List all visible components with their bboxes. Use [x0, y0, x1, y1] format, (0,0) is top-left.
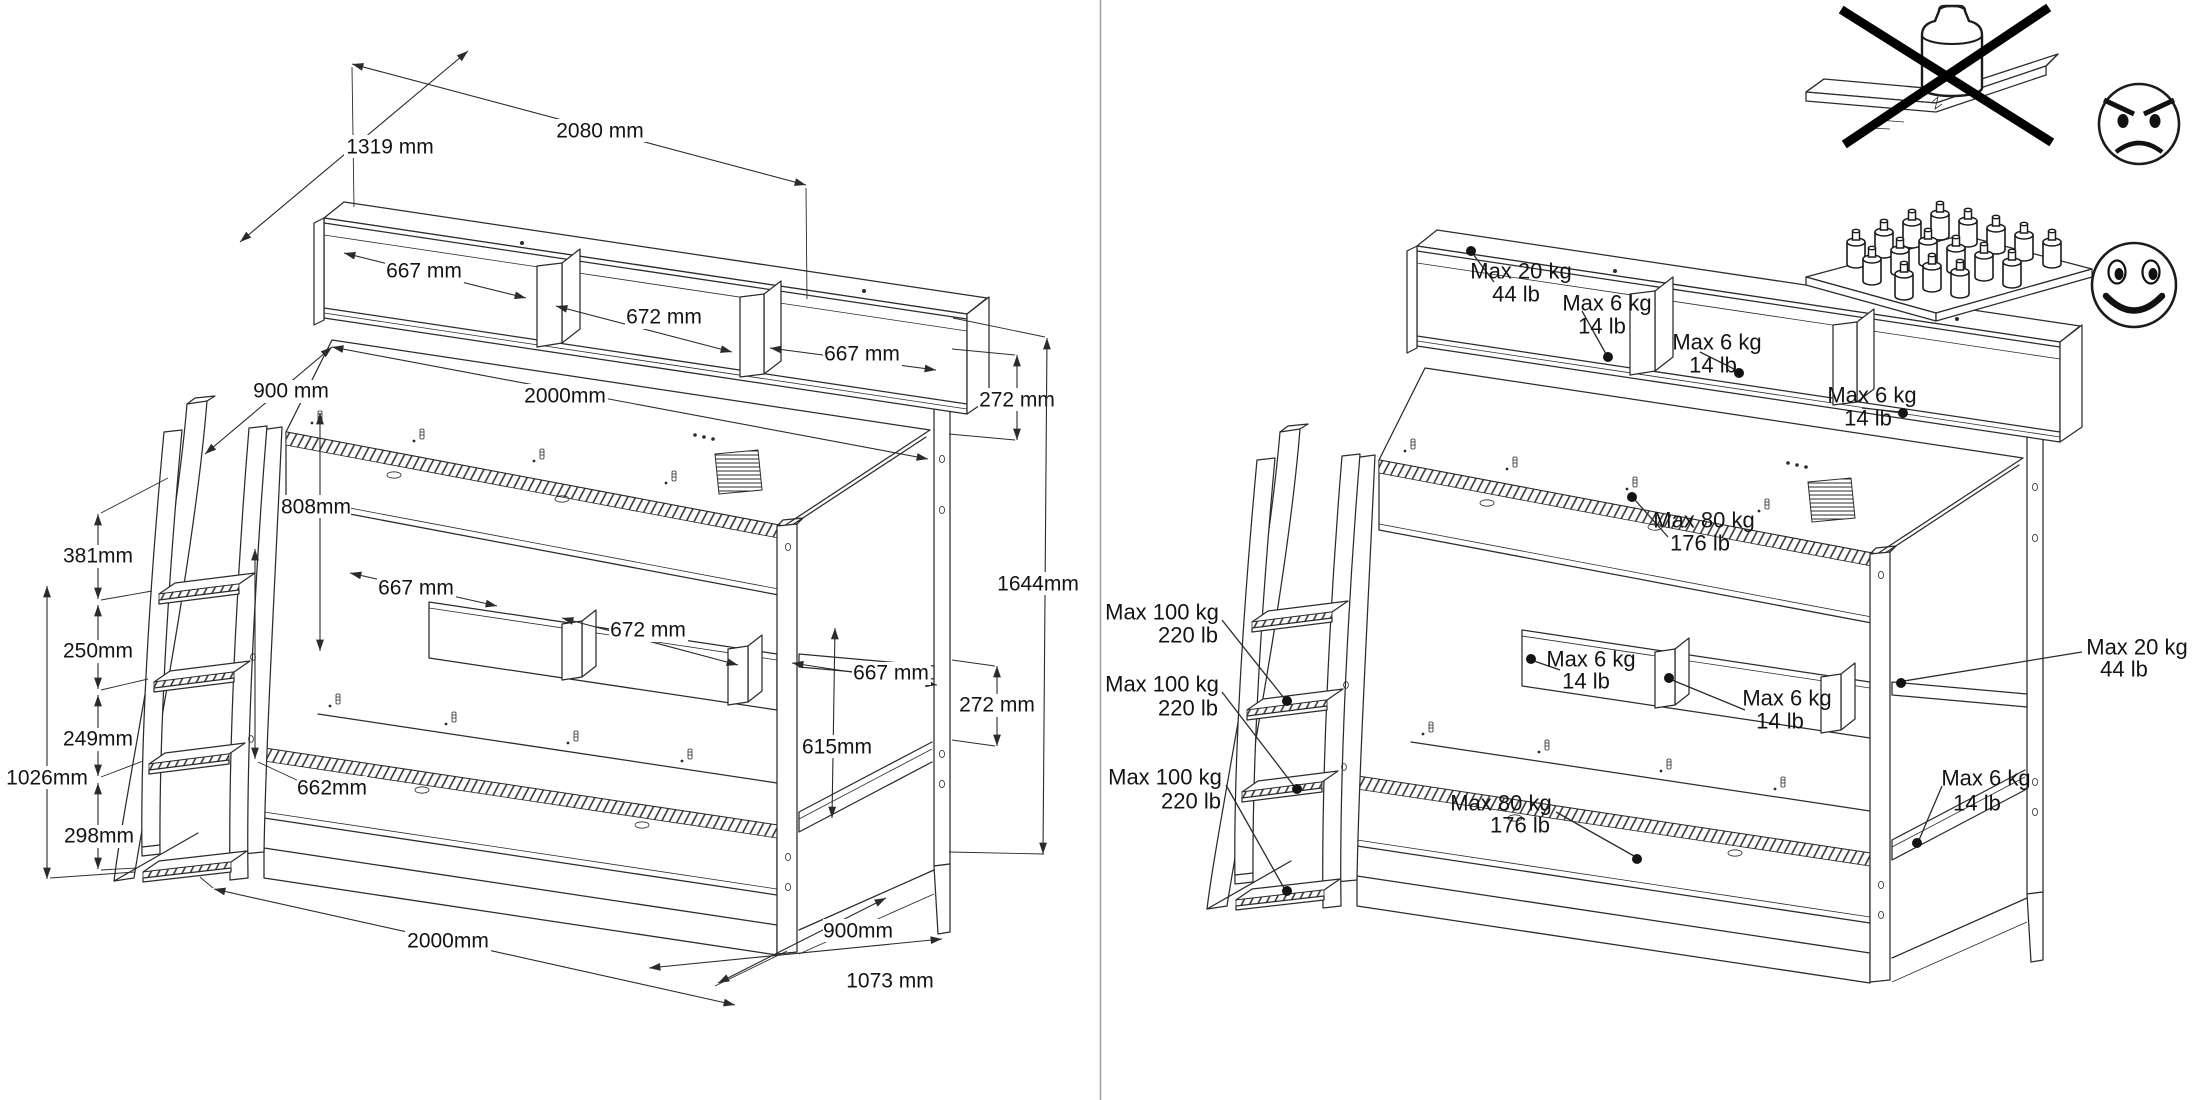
svg-text:2000mm: 2000mm — [407, 930, 489, 953]
dimension-annotations: 2080 mm 1319 mm 667 mm 672 mm 667 mm 900… — [4, 50, 1081, 1007]
svg-text:1644mm: 1644mm — [997, 573, 1079, 596]
svg-text:272 mm: 272 mm — [979, 389, 1055, 412]
dim-bed-depth-top: 900 mm — [249, 380, 333, 403]
svg-text:808mm: 808mm — [281, 496, 351, 519]
dim-ladder-gap-2: 250mm — [63, 640, 133, 663]
svg-text:220 lb: 220 lb — [1161, 789, 1221, 814]
svg-text:667 mm: 667 mm — [824, 343, 900, 366]
weight-callouts: Max 20 kg 44 lb Max 6 kg 14 lb Max 6 kg … — [1105, 246, 2188, 896]
svg-text:667 mm: 667 mm — [386, 260, 462, 283]
dim-foot-clearance: 615mm — [802, 735, 872, 759]
dim-shelf-top-left: 667 mm — [385, 260, 464, 283]
svg-text:44 lb: 44 lb — [2100, 657, 2148, 682]
weight-label-lb: 44 lb — [1492, 282, 1540, 307]
dim-bed-depth-bottom: 900mm — [823, 919, 893, 943]
svg-text:672 mm: 672 mm — [610, 619, 686, 642]
svg-text:250mm: 250mm — [63, 640, 133, 663]
svg-text:Max 6 kg: Max 6 kg — [1742, 686, 1831, 711]
svg-text:Max 6 kg: Max 6 kg — [1941, 766, 2030, 791]
svg-text:14 lb: 14 lb — [1756, 709, 1804, 734]
svg-text:Max 6 kg: Max 6 kg — [1546, 647, 1635, 672]
svg-text:1073 mm: 1073 mm — [846, 970, 934, 993]
svg-text:176 lb: 176 lb — [1670, 531, 1730, 556]
svg-text:14 lb: 14 lb — [1844, 406, 1892, 431]
svg-text:220 lb: 220 lb — [1158, 623, 1218, 648]
svg-text:249mm: 249mm — [63, 728, 133, 751]
svg-text:272 mm: 272 mm — [959, 694, 1035, 717]
left-panel-dimensions-view: 2080 mm 1319 mm 667 mm 672 mm 667 mm 900… — [4, 50, 1081, 1007]
dim-footprint-depth: 1073 mm — [844, 969, 936, 993]
svg-text:220 lb: 220 lb — [1158, 696, 1218, 721]
svg-text:900 mm: 900 mm — [253, 380, 329, 403]
weight-label-kg: Max 20 kg — [1470, 259, 1572, 284]
svg-text:672 mm: 672 mm — [626, 306, 702, 329]
svg-text:662mm: 662mm — [297, 777, 367, 800]
dim-ladder-gap-1: 381mm — [63, 545, 133, 568]
svg-text:14 lb: 14 lb — [1562, 669, 1610, 694]
dim-ladder-height: 1026mm — [4, 766, 90, 790]
svg-text:Max 100 kg: Max 100 kg — [1108, 765, 1222, 790]
dim-ladder-gap-3: 249mm — [63, 728, 133, 751]
svg-text:381mm: 381mm — [63, 545, 133, 568]
svg-text:667 mm: 667 mm — [378, 577, 454, 600]
right-loading-icon — [1805, 200, 2093, 322]
svg-text:667 mm: 667 mm — [853, 662, 929, 685]
angry-face-icon — [2097, 82, 2181, 166]
right-panel-max-load-view: Max 20 kg 44 lb Max 6 kg 14 lb Max 6 kg … — [1105, 3, 2188, 983]
dim-top-depth: 1319 mm — [344, 135, 436, 159]
dim-shelf-mid-left: 667 mm — [377, 577, 456, 600]
svg-text:14 lb: 14 lb — [1689, 353, 1737, 378]
svg-text:Max 6 kg: Max 6 kg — [1562, 291, 1651, 316]
happy-face-icon — [2090, 241, 2178, 329]
svg-text:2080 mm: 2080 mm — [556, 120, 644, 143]
dim-ladder-depth: 662mm — [297, 776, 367, 800]
dim-shelf-mid-right: 667 mm — [852, 662, 931, 685]
svg-text:Max 80 kg: Max 80 kg — [1450, 791, 1552, 816]
wrong-loading-icon — [1805, 3, 2059, 149]
svg-text:Max 6 kg: Max 6 kg — [1827, 383, 1916, 408]
svg-text:Max 6 kg: Max 6 kg — [1672, 330, 1761, 355]
dim-ladder-gap-4: 298mm — [64, 825, 134, 848]
svg-text:900mm: 900mm — [823, 920, 893, 943]
svg-text:Max 80 kg: Max 80 kg — [1653, 508, 1755, 533]
svg-text:615mm: 615mm — [802, 736, 872, 759]
svg-text:14 lb: 14 lb — [1953, 791, 2001, 816]
svg-text:Max 100 kg: Max 100 kg — [1105, 672, 1219, 697]
dim-shelf-top-right: 667 mm — [823, 343, 902, 366]
svg-text:Max 20 kg: Max 20 kg — [2086, 635, 2188, 660]
dim-bed-length-bottom: 2000mm — [405, 929, 491, 953]
svg-text:14 lb: 14 lb — [1578, 314, 1626, 339]
dim-bed-length-top: 2000mm — [522, 384, 608, 408]
svg-text:Max 100 kg: Max 100 kg — [1105, 600, 1219, 625]
dim-shelf-top-mid: 672 mm — [625, 306, 704, 329]
dim-shelf-gap-top: 272 mm — [978, 388, 1057, 412]
svg-text:176 lb: 176 lb — [1490, 813, 1550, 838]
svg-text:1026mm: 1026mm — [6, 767, 88, 790]
dim-total-height: 1644mm — [995, 572, 1081, 596]
svg-text:298mm: 298mm — [64, 825, 134, 848]
callout-dot — [1466, 246, 1476, 256]
dim-top-width: 2080 mm — [554, 119, 646, 143]
dim-upper-bed-height: 808mm — [281, 495, 351, 519]
svg-text:2000mm: 2000mm — [524, 385, 606, 408]
dim-shelf-gap-bottom: 272 mm — [958, 694, 1037, 717]
svg-text:1319 mm: 1319 mm — [346, 136, 434, 159]
dim-shelf-mid-mid: 672 mm — [609, 619, 688, 642]
